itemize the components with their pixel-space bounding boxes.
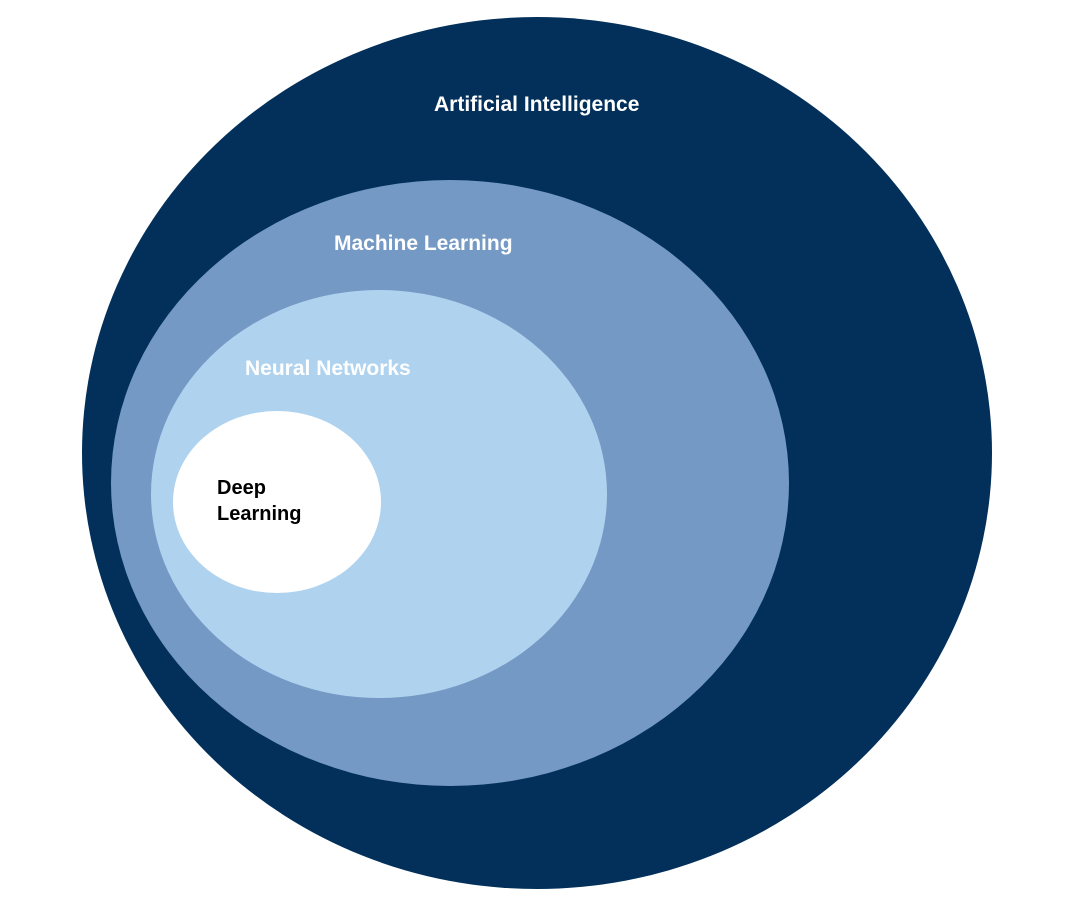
machine-learning-label: Machine Learning (334, 232, 513, 255)
deep-learning-label-line-2: Learning (217, 503, 301, 525)
deep-learning-label-line-1: Deep (217, 477, 266, 499)
neural-networks-label: Neural Networks (245, 357, 411, 380)
deep-learning-ellipse (173, 411, 381, 593)
artificial-intelligence-label: Artificial Intelligence (434, 93, 639, 116)
